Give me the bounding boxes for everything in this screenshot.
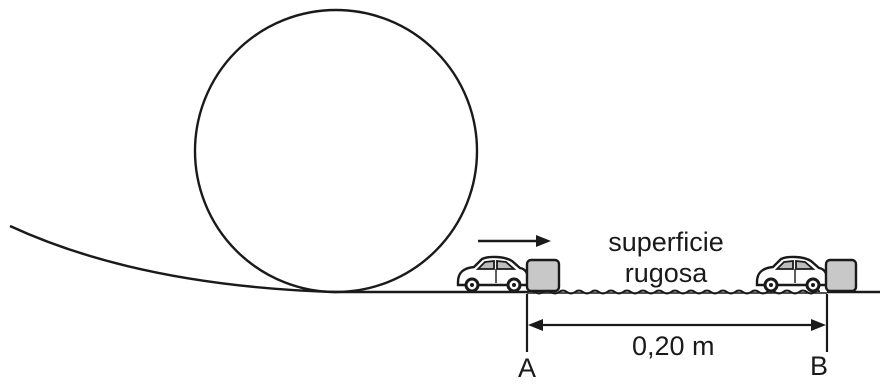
loop-circle bbox=[193, 8, 479, 294]
block-icon bbox=[824, 258, 858, 293]
velocity-arrow-icon bbox=[478, 235, 551, 247]
distance-label: 0,20 m bbox=[632, 331, 715, 361]
surface-label-line1: superficie bbox=[608, 227, 724, 257]
surface-label-line2: rugosa bbox=[624, 258, 708, 288]
point-a-label: A bbox=[518, 353, 537, 383]
dimension-line bbox=[528, 319, 826, 331]
point-b-label: B bbox=[810, 351, 829, 381]
toy-car-icon bbox=[456, 255, 530, 293]
surface-label: superficie rugosa bbox=[596, 227, 736, 289]
ramp-curve bbox=[9, 224, 336, 294]
block-icon bbox=[525, 258, 561, 293]
toy-car-icon bbox=[755, 255, 829, 293]
